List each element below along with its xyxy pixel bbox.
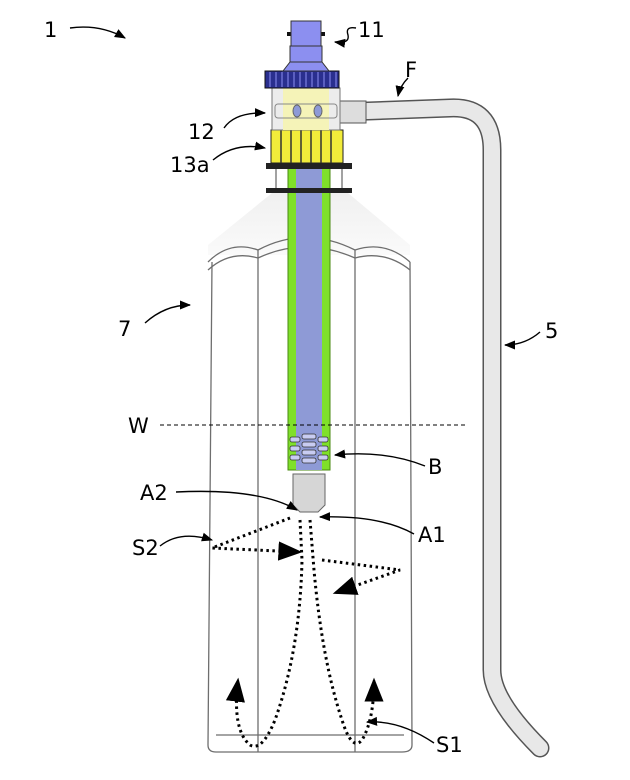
label-connector: 11 xyxy=(358,18,385,42)
bore-openings xyxy=(289,433,329,464)
label-outlet-a2: A2 xyxy=(140,481,168,505)
leader-lines xyxy=(69,26,541,744)
label-bore-region: B xyxy=(428,455,442,479)
cap-assembly xyxy=(264,20,352,193)
label-swirl-s1: S1 xyxy=(436,733,463,757)
label-bottle: 7 xyxy=(118,317,131,341)
label-nut: 13a xyxy=(170,153,210,177)
label-water-level: W xyxy=(128,414,149,438)
flow-paths xyxy=(211,516,401,748)
label-hose: 5 xyxy=(545,319,558,343)
label-swirl-s2: S2 xyxy=(132,536,159,560)
dip-tube xyxy=(287,167,331,513)
label-outlet-a1: A1 xyxy=(418,523,446,547)
hose xyxy=(330,98,550,758)
label-flow: F xyxy=(405,58,417,82)
label-collar: 12 xyxy=(188,120,215,144)
label-device: 1 xyxy=(44,18,57,42)
